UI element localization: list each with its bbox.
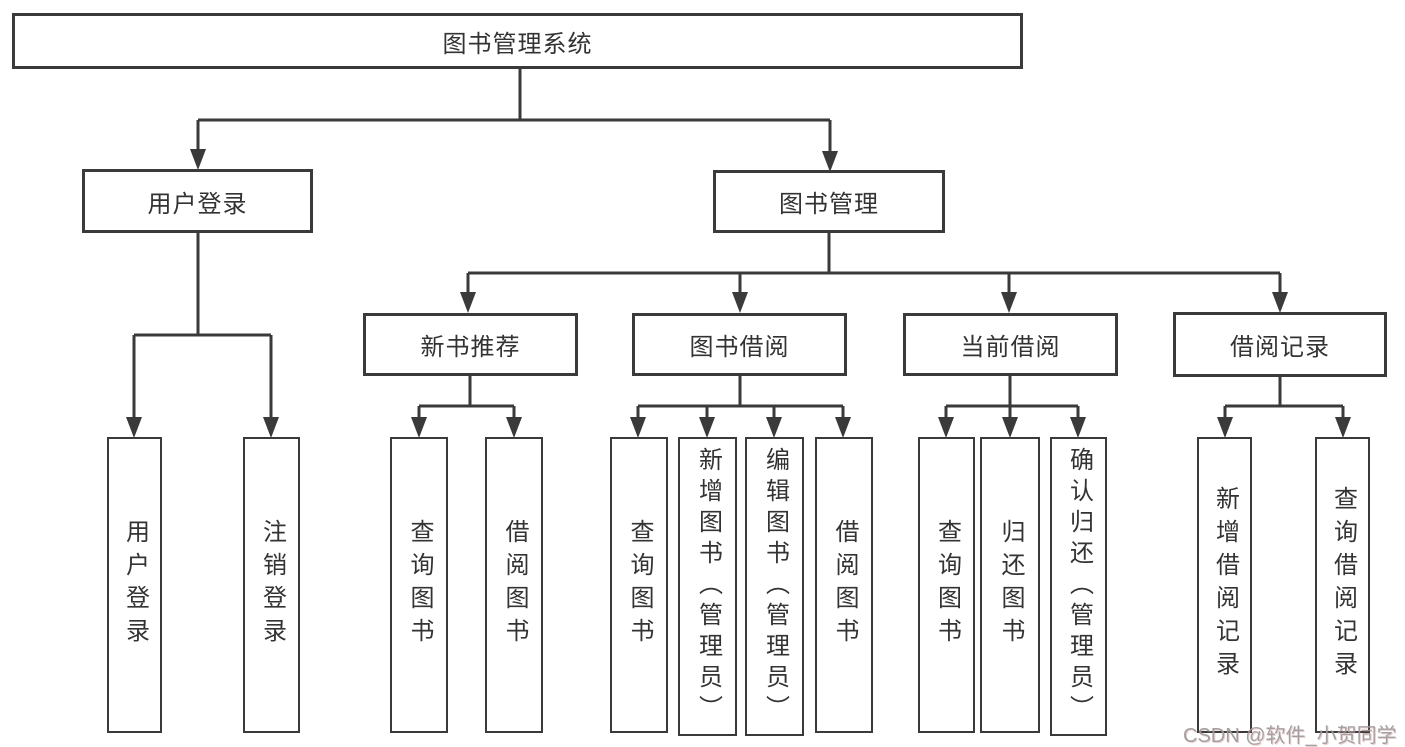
node-label: 用户登录 bbox=[147, 190, 248, 218]
edge-new-book-rec-children bbox=[417, 376, 516, 434]
node-label: 注销登录 bbox=[258, 519, 286, 651]
arrowhead-down-icon bbox=[766, 417, 782, 438]
arrowhead-down-icon bbox=[822, 151, 838, 172]
node-label: 借阅记录 bbox=[1230, 334, 1330, 361]
node-label: 当前借阅 bbox=[960, 334, 1061, 361]
node-label: 图书借阅 bbox=[689, 334, 790, 361]
arrowhead-down-icon bbox=[1272, 292, 1288, 313]
arrowhead-down-icon bbox=[506, 417, 522, 438]
edge-book-borrow-children bbox=[636, 376, 845, 434]
node-label: 借阅图书 bbox=[501, 519, 528, 651]
edge-borrow-records-children bbox=[1223, 377, 1345, 434]
leaf-edit-books-admin: 编辑图书（管理员） bbox=[745, 437, 804, 736]
arrowhead-down-icon bbox=[460, 292, 476, 313]
node-label: 查询图书 bbox=[933, 519, 961, 651]
arrowhead-down-icon bbox=[699, 417, 715, 438]
arrowhead-down-icon bbox=[1217, 417, 1233, 438]
node-label: 编辑图书（管理员） bbox=[761, 447, 789, 726]
node-label: 用户登录 bbox=[121, 519, 149, 651]
leaf-confirm-return-admin: 确认归还（管理员） bbox=[1050, 437, 1107, 736]
node-label: 确认归还（管理员） bbox=[1065, 447, 1093, 726]
leaf-borrow-books-borrowing: 借阅图书 bbox=[815, 437, 873, 733]
arrowheads bbox=[126, 149, 1351, 438]
tree-edges bbox=[132, 69, 1345, 434]
node-label: 归还图书 bbox=[997, 519, 1024, 651]
arrowhead-down-icon bbox=[126, 417, 142, 438]
arrowhead-down-icon bbox=[1002, 417, 1018, 438]
arrowhead-down-icon bbox=[263, 417, 279, 438]
arrowhead-down-icon bbox=[732, 292, 748, 313]
node-borrowing-records: 借阅记录 bbox=[1173, 312, 1387, 377]
node-label: 图书管理系统 bbox=[442, 30, 593, 58]
leaf-add-books-admin: 新增图书（管理员） bbox=[678, 437, 737, 736]
node-book-borrowing: 图书借阅 bbox=[632, 313, 847, 376]
arrowhead-down-icon bbox=[1070, 417, 1086, 438]
arrowhead-down-icon bbox=[835, 417, 851, 438]
node-new-book-recommendation: 新书推荐 bbox=[363, 313, 578, 376]
node-user-login: 用户登录 bbox=[82, 169, 313, 233]
node-label: 查询借阅记录 bbox=[1329, 486, 1357, 684]
leaf-query-books-recommend: 查询图书 bbox=[390, 437, 448, 733]
node-label: 新增图书（管理员） bbox=[694, 447, 722, 726]
arrowhead-down-icon bbox=[411, 417, 427, 438]
leaf-return-books: 归还图书 bbox=[980, 437, 1040, 733]
leaf-query-books-borrowing: 查询图书 bbox=[610, 437, 668, 733]
node-label: 查询图书 bbox=[626, 519, 653, 651]
edge-root-to-level2 bbox=[196, 69, 832, 168]
arrowhead-down-icon bbox=[190, 149, 206, 170]
node-label: 查询图书 bbox=[406, 519, 433, 651]
node-label: 借阅图书 bbox=[831, 519, 858, 651]
watermark: CSDN @软件_小贺同学 bbox=[1183, 725, 1397, 747]
node-library-management-system: 图书管理系统 bbox=[12, 13, 1023, 69]
leaf-logout: 注销登录 bbox=[243, 437, 300, 733]
leaf-borrow-books-recommend: 借阅图书 bbox=[485, 437, 543, 733]
arrowhead-down-icon bbox=[1335, 417, 1351, 438]
node-label: 图书管理 bbox=[779, 191, 879, 218]
leaf-query-books-current: 查询图书 bbox=[918, 437, 975, 733]
leaf-query-borrowing-record: 查询借阅记录 bbox=[1315, 437, 1370, 733]
leaf-user-login: 用户登录 bbox=[107, 437, 162, 733]
node-label: 新书推荐 bbox=[420, 334, 521, 361]
node-label: 新增借阅记录 bbox=[1211, 486, 1239, 684]
arrowhead-down-icon bbox=[630, 417, 646, 438]
arrowhead-down-icon bbox=[1001, 292, 1017, 313]
node-current-borrowing: 当前借阅 bbox=[903, 313, 1118, 376]
arrowhead-down-icon bbox=[938, 417, 954, 438]
leaf-add-borrowing-record: 新增借阅记录 bbox=[1197, 437, 1252, 733]
edge-book-mgmt-children bbox=[466, 233, 1282, 309]
node-book-management: 图书管理 bbox=[713, 170, 945, 233]
edge-user-login-children bbox=[132, 233, 273, 434]
